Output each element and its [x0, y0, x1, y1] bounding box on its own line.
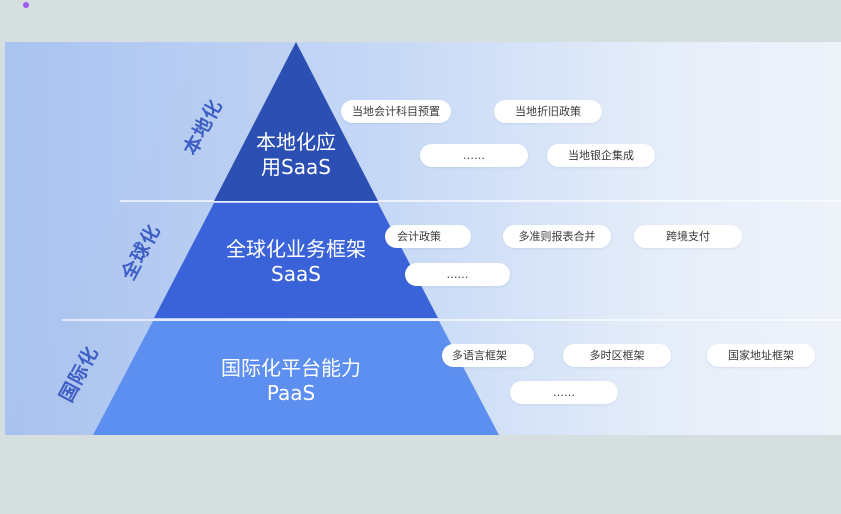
pyramid-tier-local — [214, 42, 378, 201]
feature-pill: 会计政策 — [385, 225, 471, 248]
feature-pill: 当地折旧政策 — [494, 100, 602, 123]
feature-pill: …… — [420, 144, 528, 167]
tier-title-global: 全球化业务框架 SaaS — [196, 237, 396, 287]
feature-pill: 多准则报表合并 — [503, 225, 611, 248]
tier-title-local-line2: 用SaaS — [261, 155, 331, 179]
feature-pill: 多时区框架 — [563, 344, 671, 367]
tier-title-local-line1: 本地化应 — [256, 130, 336, 154]
feature-pill: 当地银企集成 — [547, 144, 655, 167]
tier-title-global-line2: SaaS — [271, 262, 321, 286]
pyramid-tier-global — [154, 203, 438, 318]
tier-title-global-line1: 全球化业务框架 — [226, 237, 366, 261]
tier-title-intl-line1: 国际化平台能力 — [221, 356, 361, 380]
feature-pill: 当地会计科目预置 — [341, 100, 451, 123]
tier-title-local: 本地化应 用SaaS — [236, 130, 356, 180]
cursor-dot — [23, 2, 29, 8]
feature-pill: …… — [405, 263, 510, 286]
tier-title-intl: 国际化平台能力 PaaS — [191, 356, 391, 406]
feature-pill: 国家地址框架 — [707, 344, 815, 367]
feature-pill: 跨境支付 — [634, 225, 742, 248]
pyramid-tier-intl — [93, 321, 499, 435]
feature-pill: 多语言框架 — [442, 344, 534, 367]
feature-pill: …… — [510, 381, 618, 404]
pyramid-side-face — [5, 42, 296, 435]
tier-title-intl-line2: PaaS — [266, 381, 316, 405]
